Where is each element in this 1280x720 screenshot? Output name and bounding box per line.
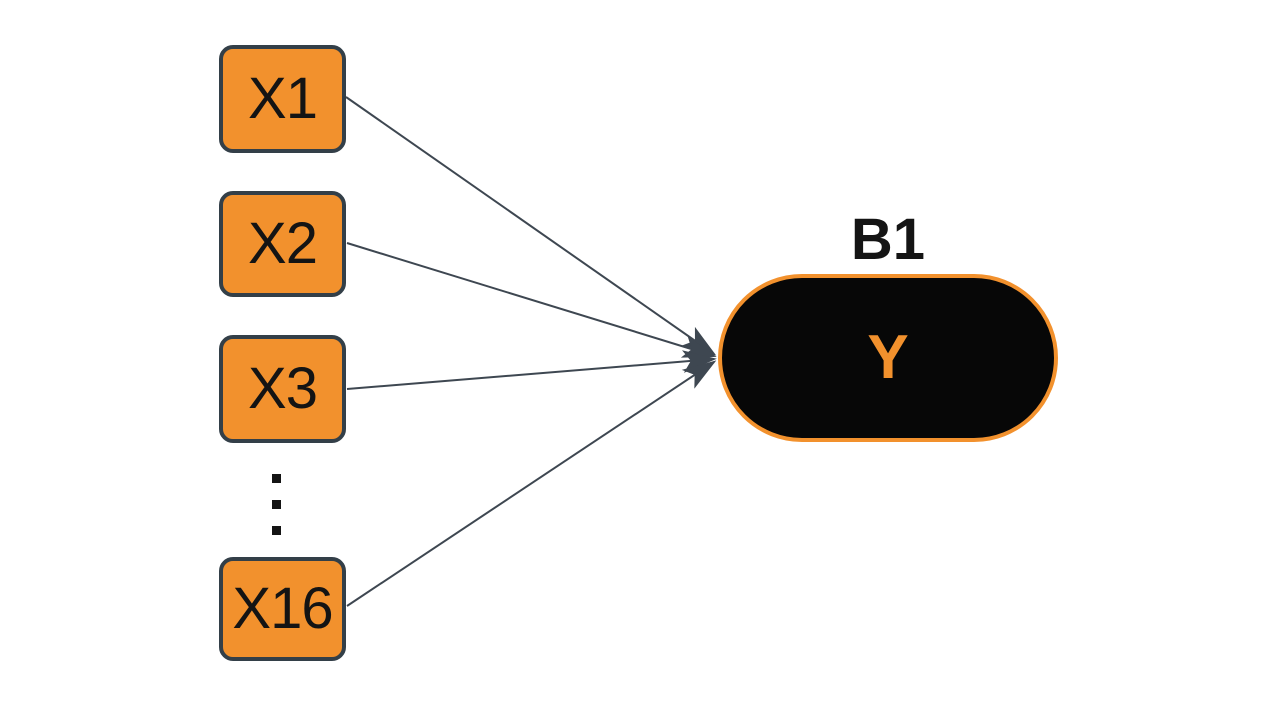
node-x1-label: X1: [248, 66, 318, 131]
vertical-ellipsis-icon: [272, 474, 281, 535]
edge-x1-y: [345, 96, 717, 356]
node-x1: X1: [219, 45, 346, 153]
output-bias-label: B1: [850, 207, 926, 272]
node-x16: X16: [219, 557, 346, 661]
node-x2-label: X2: [248, 211, 318, 276]
edge-x3-y: [346, 350, 717, 390]
node-x16-label: X16: [232, 576, 333, 641]
ellipsis-dot: [272, 500, 281, 509]
ellipsis-dot: [272, 474, 281, 483]
node-x2: X2: [219, 191, 346, 297]
ellipsis-dot: [272, 526, 281, 535]
node-y-label: Y: [867, 323, 909, 392]
edge-x16-y: [346, 360, 717, 607]
edge-x2-y: [346, 242, 717, 358]
node-x3: X3: [219, 335, 346, 443]
node-x3-label: X3: [248, 356, 318, 421]
node-y: Y: [718, 274, 1058, 442]
